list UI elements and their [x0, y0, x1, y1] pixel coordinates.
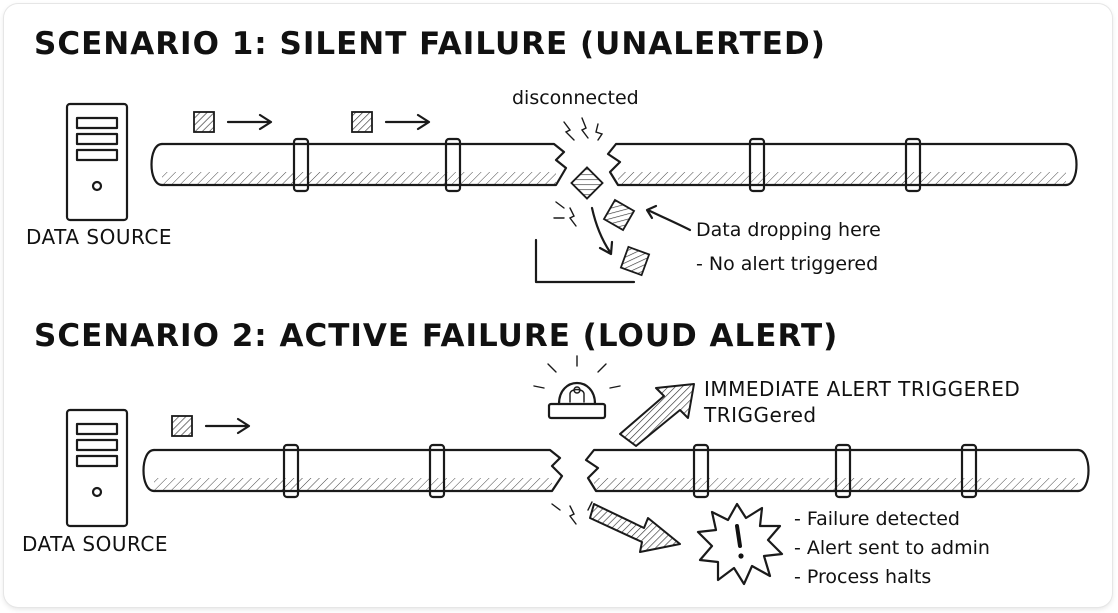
- server-icon: [65, 408, 129, 528]
- scenario1-title: SCENARIO 1: SILENT FAILURE (UNALERTED): [34, 26, 826, 62]
- scenario1-break-label: disconnected: [512, 87, 639, 109]
- arrow-icon: [589, 503, 681, 553]
- diagram-card: SCENARIO 1: SILENT FAILURE (UNALERTED) D…: [4, 4, 1112, 607]
- siren-icon: [533, 355, 621, 420]
- arrow-icon: [590, 206, 614, 256]
- pipe-icon: [150, 137, 568, 193]
- scenario2-alert-line-2: TRIGGered: [703, 403, 817, 427]
- arrow-icon: [204, 417, 251, 435]
- pipe-icon: [606, 137, 1078, 193]
- scenario2-title: SCENARIO 2: ACTIVE FAILURE (LOUD ALERT): [34, 318, 838, 354]
- arrow-icon: [226, 113, 273, 131]
- floor-line: [534, 238, 636, 284]
- diagram-canvas: SCENARIO 1: SILENT FAILURE (UNALERTED) D…: [22, 26, 1090, 588]
- data-packet-icon: [351, 111, 373, 133]
- data-packet-icon: [193, 111, 215, 133]
- explosion-icon: [696, 502, 784, 586]
- spark-icon: [563, 117, 604, 141]
- scenario2-note-3: - Process halts: [794, 566, 931, 588]
- scenario2-note-1: - Failure detected: [794, 508, 960, 530]
- pipe-icon: [142, 443, 564, 499]
- data-packet-icon: [619, 245, 651, 277]
- scenario2-alert-line-1: IMMEDIATE ALERT TRIGGERED: [704, 377, 1020, 401]
- data-packet-icon: [602, 198, 636, 232]
- scenario1-note-2: - No alert triggered: [696, 253, 878, 275]
- scenario1-source-label: DATA SOURCE: [26, 225, 172, 249]
- scenario2-source-label: DATA SOURCE: [22, 532, 168, 556]
- scenario1-note-1: Data dropping here: [696, 219, 881, 241]
- data-packet-icon: [171, 415, 193, 437]
- data-packet-icon: [570, 166, 604, 200]
- arrow-icon: [384, 113, 431, 131]
- arrow-icon: [619, 383, 695, 447]
- pipe-icon: [584, 443, 1090, 499]
- spark-icon: [551, 501, 593, 525]
- spark-icon: [553, 201, 577, 227]
- arrow-icon: [645, 204, 692, 232]
- scenario2-note-2: - Alert sent to admin: [794, 537, 990, 559]
- server-icon: [65, 102, 129, 222]
